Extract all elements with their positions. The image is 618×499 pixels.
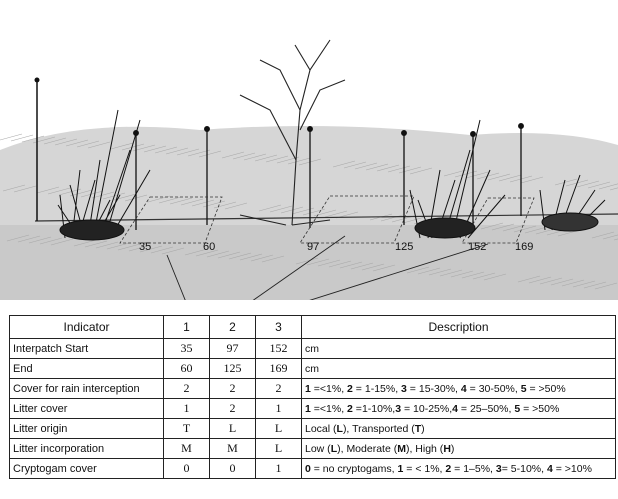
header-indicator: Indicator: [9, 315, 164, 339]
marker-label: 169: [515, 241, 533, 253]
value-cell-3: 2: [255, 378, 302, 399]
value-cell-3: 1: [255, 398, 302, 419]
description-cell: Low (L), Moderate (M), High (H): [301, 438, 616, 459]
description-cell: cm: [301, 358, 616, 379]
value-cell-2: 0: [209, 458, 256, 479]
value-cell-1: 2: [163, 378, 210, 399]
shrub-right: [409, 119, 506, 239]
header-col-2: 2: [209, 315, 256, 339]
header-col-1: 1: [163, 315, 210, 339]
shrub-far-right: [539, 174, 606, 232]
marker-label: 60: [203, 241, 215, 253]
table-header-row: Indicator 1 2 3 Description: [9, 315, 616, 339]
value-cell-1: 60: [163, 358, 210, 379]
value-cell-2: L: [209, 418, 256, 439]
marker-poles: [133, 123, 524, 230]
value-cell-2: 125: [209, 358, 256, 379]
indicator-cell: Litter origin: [9, 418, 164, 439]
value-cell-3: L: [255, 438, 302, 459]
description-cell: 1 =<1%, 2 =1-10%,3 = 10-25%,4 = 25–50%, …: [301, 398, 616, 419]
value-cell-1: 35: [163, 338, 210, 359]
value-cell-2: 2: [209, 378, 256, 399]
description-cell: Local (L), Transported (T): [301, 418, 616, 439]
indicator-cell: Litter incorporation: [9, 438, 164, 459]
description-cell: 0 = no cryptogams, 1 = < 1%, 2 = 1–5%, 3…: [301, 458, 616, 479]
indicator-table: Indicator 1 2 3 Description Interpatch S…: [9, 315, 616, 479]
marker-label: 97: [307, 241, 319, 253]
indicator-cell: End: [9, 358, 164, 379]
description-cell: cm: [301, 338, 616, 359]
value-cell-1: 0: [163, 458, 210, 479]
value-cell-2: 97: [209, 338, 256, 359]
value-cell-3: 1: [255, 458, 302, 479]
value-cell-3: L: [255, 418, 302, 439]
pointer-lines: [166, 235, 489, 300]
value-cell-1: M: [163, 438, 210, 459]
value-cell-3: 169: [255, 358, 302, 379]
value-cell-2: 2: [209, 398, 256, 419]
indicator-cell: Interpatch Start: [9, 338, 164, 359]
header-description: Description: [301, 315, 616, 339]
tree: [239, 39, 346, 226]
header-col-3: 3: [255, 315, 302, 339]
value-cell-1: T: [163, 418, 210, 439]
indicator-cell: Litter cover: [9, 398, 164, 419]
landscape-sketch: 35 60 97 125 152 169: [0, 39, 618, 300]
marker-label: 125: [395, 241, 413, 253]
shrub-left: [57, 109, 151, 241]
value-cell-2: M: [209, 438, 256, 459]
value-cell-3: 152: [255, 338, 302, 359]
description-cell: 1 =<1%, 2 = 1-15%, 3 = 15-30%, 4 = 30-50…: [301, 378, 616, 399]
indicator-cell: Cover for rain interception: [9, 378, 164, 399]
value-cell-1: 1: [163, 398, 210, 419]
marker-label: 35: [139, 241, 151, 253]
indicator-cell: Cryptogam cover: [9, 458, 164, 479]
